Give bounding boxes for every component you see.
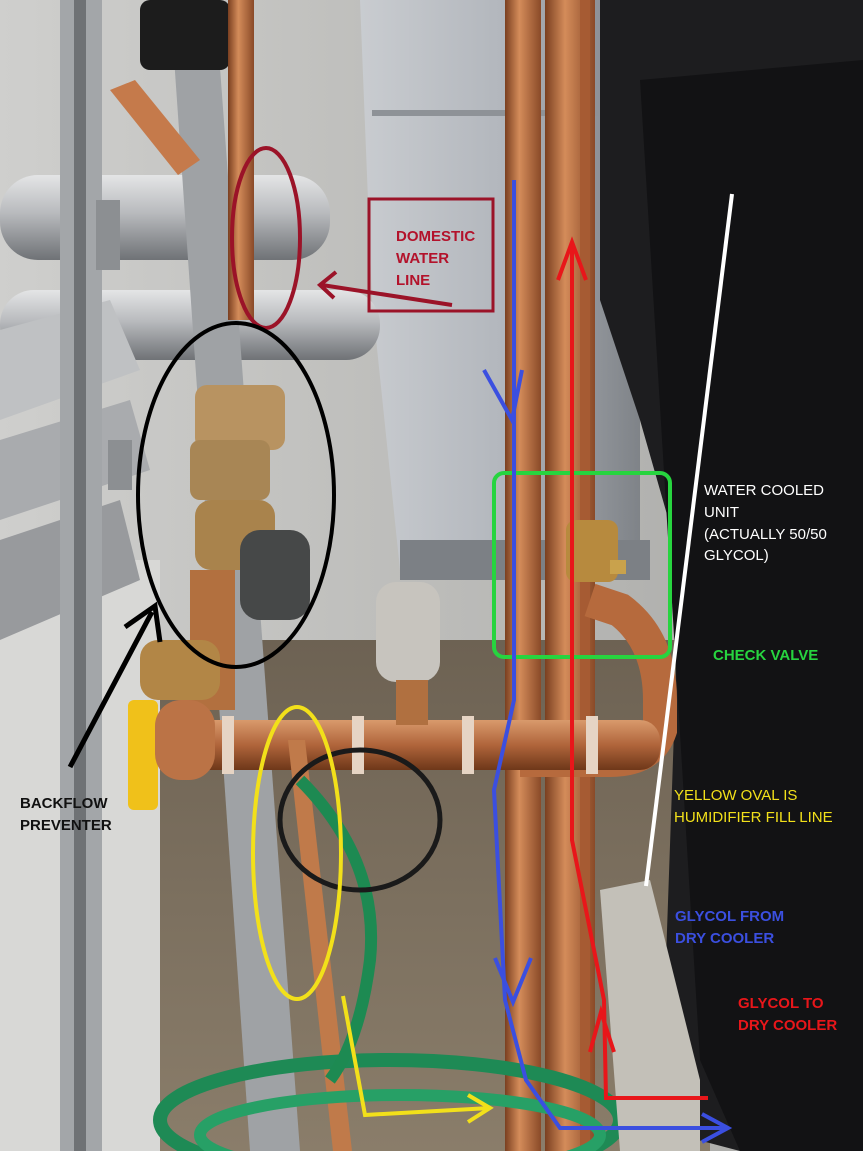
copper-elbow-bottom-left	[155, 700, 215, 780]
glycol-to-arrow-1	[556, 236, 588, 281]
pipe-fitting-4	[586, 716, 598, 774]
humidifier-oval	[251, 705, 343, 1001]
glycol-to-line	[570, 245, 708, 1100]
backflow-relief-port	[240, 530, 310, 620]
backflow-valve-top	[195, 385, 285, 450]
air-vent-stem	[396, 680, 428, 725]
pipe-fitting-1	[222, 716, 234, 774]
domestic-water-label: DOMESTIC WATER LINE	[396, 228, 476, 289]
humidifier-marker	[251, 705, 494, 1124]
copper-horizontal	[160, 720, 660, 770]
glycol-from-label: GLYCOL FROM DRY COOLER	[675, 908, 785, 947]
check-valve-box	[492, 471, 672, 659]
green-hose-coil-2	[194, 1089, 606, 1151]
humidifier-arrow-line	[341, 995, 491, 1118]
humidifier-arrow-head	[466, 1093, 494, 1124]
humidifier-fill-pipe	[288, 740, 352, 1151]
water-cooled-unit-label: WATER COOLED UNIT (ACTUALLY 50/50 GLYCOL…	[704, 482, 827, 565]
check-valve-cap	[610, 560, 626, 574]
domestic-water-arrow-head	[316, 270, 338, 300]
domestic-water-label-box	[367, 197, 495, 313]
domestic-water-marker	[230, 146, 495, 330]
strut-channel-slot	[74, 0, 86, 1151]
check-valve-marker	[492, 471, 672, 659]
expansion-tank	[140, 0, 230, 70]
copper-elbow-top	[110, 80, 200, 175]
backflow-arrow-line	[67, 610, 155, 769]
domestic-water-oval	[230, 146, 302, 330]
check-valve-label: CHECK VALVE	[713, 647, 819, 664]
glycol-to-arrow-2	[588, 1005, 616, 1053]
pipe-clamp-2	[108, 440, 132, 490]
backflow-marker	[67, 321, 336, 769]
ball-valve-body	[140, 640, 220, 700]
yellow-valve-handle	[128, 700, 158, 810]
glycol-from-line	[491, 180, 724, 1130]
green-hose-up	[295, 775, 378, 1084]
black-cable-coil	[277, 747, 443, 893]
domestic-water-arrow-line	[321, 283, 453, 307]
glycol-from-arrow-3	[701, 1112, 733, 1144]
cabinet-side-panel	[640, 60, 863, 1151]
copper-main-left	[505, 0, 541, 1151]
air-vent	[376, 582, 440, 682]
backflow-preventer-label: BACKFLOW PREVENTER	[20, 795, 112, 834]
unit-edge-line	[644, 193, 734, 887]
backflow-arrow-head	[123, 601, 163, 643]
drain-pan	[600, 880, 700, 1151]
glycol-from-arrow-1	[482, 369, 524, 426]
check-valve-body	[566, 520, 618, 582]
backflow-oval	[136, 321, 336, 669]
pipe-fitting-2	[352, 716, 364, 774]
pipe-fitting-3	[462, 716, 474, 774]
duct-seam	[372, 110, 632, 116]
glycol-to-label: GLYCOL TO DRY COOLER	[738, 995, 838, 1034]
glycol-from-arrow-2	[493, 957, 533, 1008]
backflow-valve-mid	[190, 440, 270, 500]
pipe-clamp-1	[96, 200, 120, 270]
humidifier-note-label: YELLOW OVAL IS HUMIDIFIER FILL LINE	[674, 787, 833, 826]
glycol-to-flow-marker	[556, 236, 708, 1100]
glycol-from-flow-marker	[482, 180, 733, 1144]
steel-pipe-top	[0, 175, 330, 260]
